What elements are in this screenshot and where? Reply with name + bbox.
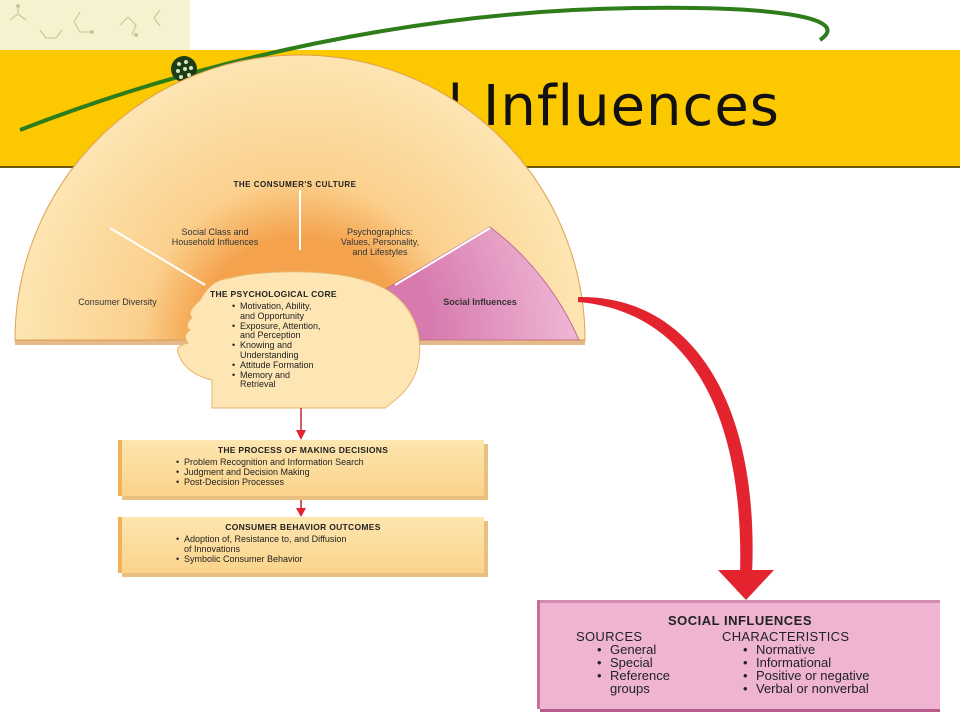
segment-consumer-diversity: Consumer Diversity (78, 297, 157, 307)
characteristic-item: Verbal or nonverbal (743, 682, 869, 695)
decision-title: THE PROCESS OF MAKING DECISIONS (217, 445, 389, 455)
outcome-item: Adoption of, Resistance to, and Diffusio… (176, 534, 484, 554)
core-title: THE PSYCHOLOGICAL CORE (210, 289, 337, 299)
social-influences-box: SOCIAL INFLUENCES SOURCES General Specia… (540, 600, 940, 709)
characteristics-header: CHARACTERISTICS (722, 629, 850, 644)
outcomes-title: CONSUMER BEHAVIOR OUTCOMES (225, 522, 381, 532)
segment-social-class: Social Class and Household Influences (171, 227, 259, 247)
characteristic-item: Positive or negative (743, 669, 870, 682)
core-item: Motivation, Ability,and Opportunity (232, 301, 370, 321)
characteristic-item: Informational (743, 656, 869, 669)
characteristics-column: CHARACTERISTICS Normative Informational … (722, 630, 869, 695)
outcome-item: Symbolic Consumer Behavior (176, 554, 484, 564)
segment-psychographics: Psychographics: Values, Personality, and… (340, 227, 420, 257)
decision-process-box: THE PROCESS OF MAKING DECISIONS Problem … (118, 440, 484, 496)
psychological-core: THE PSYCHOLOGICAL CORE Motivation, Abili… (210, 289, 370, 390)
core-item: Exposure, Attention,and Perception (232, 321, 370, 341)
decision-item: Post-Decision Processes (176, 477, 484, 487)
decision-item: Problem Recognition and Information Sear… (176, 457, 484, 467)
decorative-swoosh (19, 5, 830, 132)
sources-header: SOURCES (576, 629, 643, 644)
core-item: Attitude Formation (232, 360, 370, 371)
source-item: General (597, 643, 670, 656)
segment-social-influences: Social Influences (443, 297, 517, 307)
characteristic-item: Normative (743, 643, 869, 656)
culture-title: THE CONSUMER'S CULTURE (233, 180, 357, 189)
social-box-title: SOCIAL INFLUENCES (667, 613, 813, 628)
decision-item: Judgment and Decision Making (176, 467, 484, 477)
source-item: Special (597, 656, 670, 669)
outcomes-box: CONSUMER BEHAVIOR OUTCOMES Adoption of, … (118, 517, 484, 573)
social-arrow (578, 296, 753, 575)
